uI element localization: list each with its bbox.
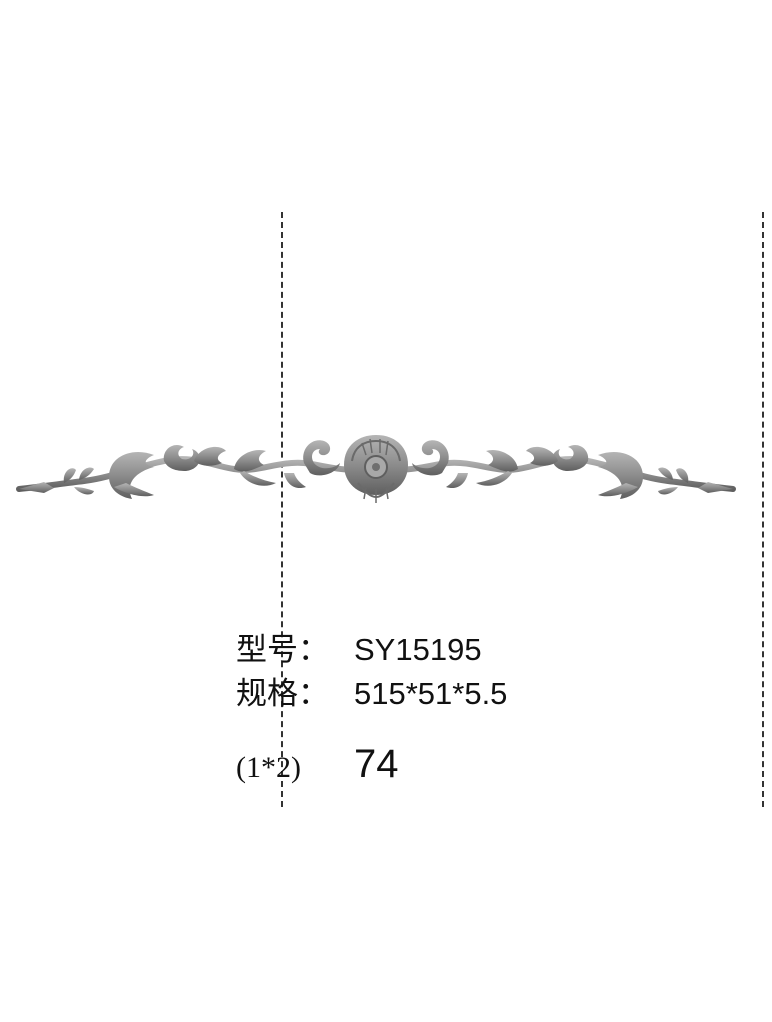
right-guide-line	[762, 212, 764, 807]
size-value: 515*51*5.5	[354, 676, 508, 711]
pack-ratio: (1*2)	[236, 751, 301, 784]
model-row: 型号： SY15195	[236, 630, 482, 670]
model-value: SY15195	[354, 632, 482, 667]
model-label: 型号：	[236, 632, 329, 667]
pack-quantity: 74	[354, 742, 399, 786]
size-row: 规格： 515*51*5.5	[236, 674, 507, 714]
left-guide-line	[281, 212, 283, 807]
floral-scroll-ornament-image	[14, 435, 738, 503]
pack-row: (1*2) 74	[236, 742, 399, 787]
size-label: 规格：	[236, 676, 329, 711]
